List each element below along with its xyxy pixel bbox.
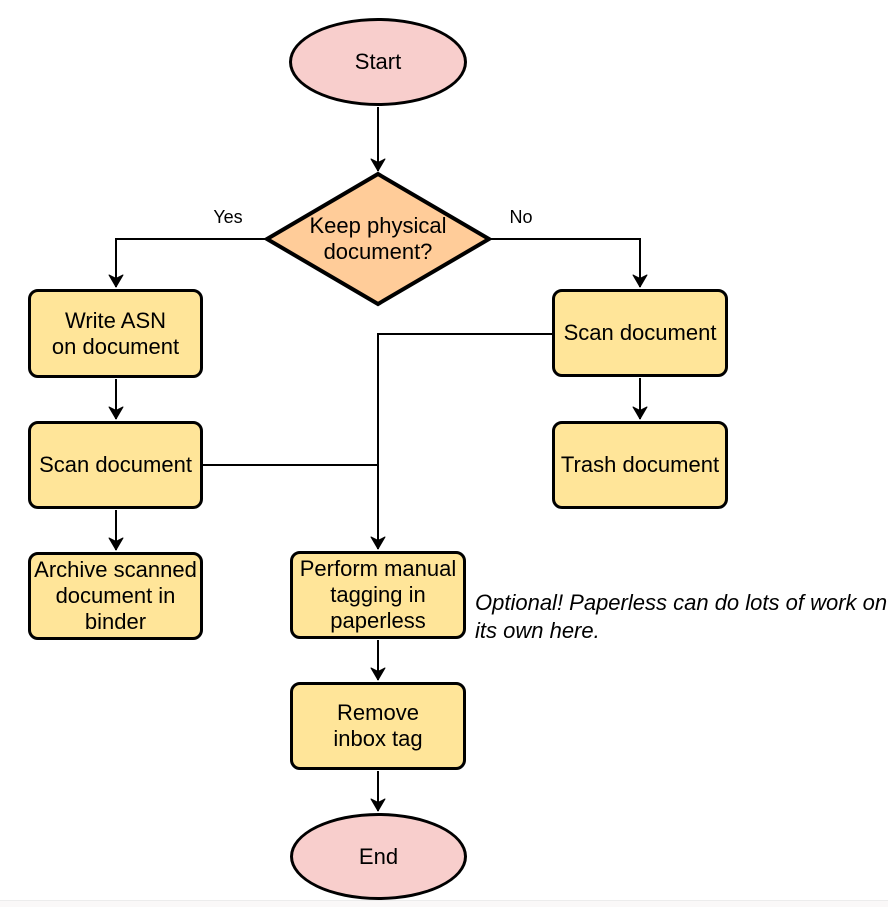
node-write-asn-label: Write ASN on document [51, 307, 180, 359]
node-scan-document-right: Scan document [552, 289, 728, 377]
node-archive-document: Archive scanned document in binder [28, 552, 203, 640]
node-start-label: Start [354, 49, 402, 74]
node-manual-tagging: Perform manual tagging in paperless [290, 551, 466, 639]
node-scan-document-left-label: Scan document [39, 452, 192, 477]
edge-scan-right-tagging [370, 333, 552, 550]
node-archive-document-label: Archive scanned document in binder [34, 557, 197, 634]
bottom-page-edge [0, 900, 888, 907]
edge-label-no: No [509, 207, 533, 227]
node-end: End [290, 813, 467, 900]
node-scan-document-left: Scan document [28, 421, 203, 509]
node-remove-inbox-tag-label: Remove inbox tag [333, 700, 423, 751]
edge-decision-scan-right [491, 238, 648, 288]
node-end-label: End [358, 843, 399, 869]
node-scan-document-right-label: Scan document [563, 320, 717, 345]
node-write-asn: Write ASN on document [28, 289, 203, 378]
node-trash-document-label: Trash document [560, 452, 720, 477]
edge-label-yes: Yes [213, 207, 243, 227]
node-start: Start [289, 18, 467, 106]
edge-decision-write-asn [108, 238, 265, 288]
node-remove-inbox-tag: Remove inbox tag [290, 682, 466, 770]
node-decision: Keep physical document? [266, 173, 490, 305]
node-trash-document: Trash document [552, 421, 728, 509]
node-manual-tagging-label: Perform manual tagging in paperless [299, 556, 457, 633]
node-decision-label: Keep physical document? [309, 213, 447, 264]
node-decision-shape [263, 171, 493, 307]
annotation-optional-note: Optional! Paperless can do lots of work … [475, 590, 888, 643]
